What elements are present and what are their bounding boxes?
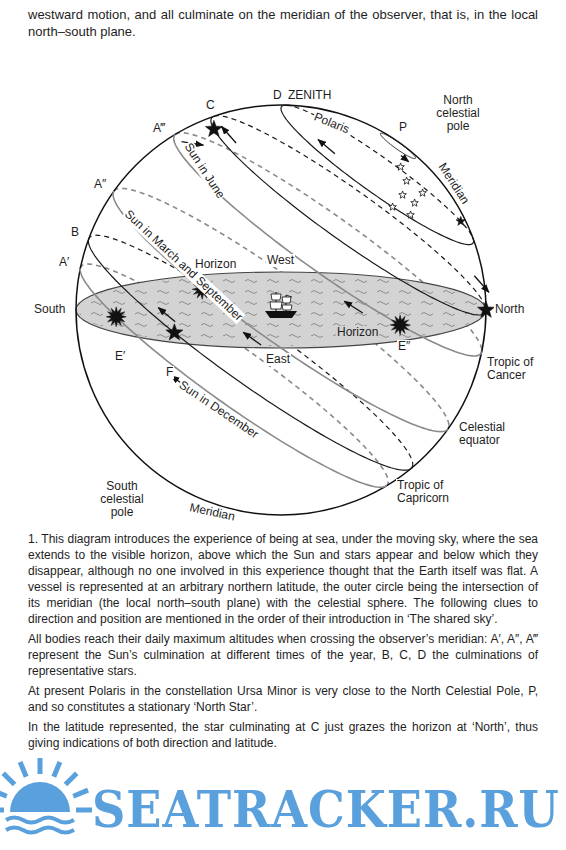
meridian-label: Meridian — [435, 160, 472, 207]
sea-waves — [78, 274, 484, 346]
watermark-sun-ray — [20, 762, 26, 777]
path-label: Sun in June — [181, 140, 228, 202]
caption-paragraph: At present Polaris in the constellation … — [28, 683, 538, 715]
caption-block: 1. This diagram introduces the experienc… — [28, 531, 538, 755]
motion-arrow — [243, 332, 261, 345]
ship-hull — [265, 311, 297, 318]
star-symbol — [419, 189, 427, 196]
star-letter: F — [165, 366, 174, 379]
watermark-sun-ray — [76, 808, 92, 813]
horizon-label: Horizon — [194, 258, 237, 271]
star-symbol — [411, 199, 419, 206]
culmination-letter: C — [205, 99, 216, 112]
motion-arrow — [401, 155, 409, 161]
motion-arrow — [318, 140, 335, 154]
body-text: westward motion, and all culminate on th… — [28, 6, 538, 40]
star-symbol — [456, 216, 466, 225]
watermark-sun-ray — [73, 790, 88, 796]
watermark: SEATRACKER.RU — [92, 782, 560, 838]
culmination-letter: A′ — [58, 256, 70, 269]
motion-arrows — [158, 126, 489, 389]
direction-label: South — [33, 303, 66, 316]
star-symbols — [106, 120, 494, 340]
culmination-letter: D — [272, 89, 283, 102]
caption-paragraph: All bodies reach their daily maximum alt… — [28, 631, 538, 679]
watermark-sun-ray — [65, 773, 76, 784]
rising-point-letter: E″ — [397, 340, 411, 353]
watermark-sun-icon — [0, 758, 92, 833]
star-symbol — [205, 120, 222, 136]
meridian-circle — [76, 105, 486, 515]
star-symbol — [477, 301, 494, 317]
watermark-sun-ray — [3, 773, 14, 784]
star-path — [88, 240, 411, 470]
culmination-letter: A‴ — [152, 122, 166, 135]
motion-arrow — [158, 308, 175, 322]
circle-label: Tropic of Capricorn — [396, 479, 472, 505]
watermark-waves — [6, 818, 74, 833]
circle-label: Tropic of Cancer — [486, 356, 550, 382]
polaris-path — [380, 133, 415, 158]
star-symbol — [397, 163, 405, 170]
caption-paragraph: In the latitude represented, the star cu… — [28, 719, 538, 751]
culmination-letter: A″ — [93, 178, 107, 191]
pole-label: South celestial pole — [88, 480, 156, 519]
ship-icon — [265, 292, 297, 318]
watermark-sun-ray — [38, 758, 43, 774]
pole-label: North celestial pole — [428, 94, 488, 133]
star-path — [472, 237, 474, 241]
motion-arrow — [474, 276, 489, 292]
culmination-letter: B — [70, 226, 80, 239]
caption-paragraph: 1. This diagram introduces the experienc… — [28, 531, 538, 627]
rising-point-letter: E′ — [114, 350, 126, 363]
motion-arrow — [344, 301, 363, 313]
direction-label: East — [265, 353, 291, 366]
watermark-sun-rays — [0, 758, 92, 810]
star-name: Polaris — [311, 110, 352, 137]
ship-flag — [286, 295, 292, 297]
star-symbol — [399, 191, 407, 198]
sun-june-path — [174, 135, 482, 356]
watermark-sun-disc — [10, 782, 70, 812]
star-symbol — [407, 211, 415, 218]
horizon-label: Horizon — [336, 326, 379, 339]
star-symbol — [403, 177, 411, 184]
star-path — [211, 116, 486, 315]
sun-symbol — [106, 307, 126, 327]
circle-label: Celestial equator — [458, 421, 522, 447]
path-label: Sun in December — [176, 378, 262, 442]
watermark-sun-ray — [54, 762, 60, 777]
motion-arrow — [221, 126, 236, 142]
watermark-sun-ray — [0, 790, 7, 796]
ship-sails — [270, 294, 292, 310]
zenith-label: ZENITH — [287, 89, 332, 102]
star-symbol — [389, 203, 397, 210]
front-paths — [80, 105, 486, 487]
star-symbol — [166, 324, 183, 340]
star-path — [88, 235, 412, 464]
direction-label: North — [494, 303, 525, 316]
sun-symbol — [390, 315, 410, 335]
celestial-equator-path — [113, 191, 448, 432]
direction-label: West — [266, 254, 295, 267]
watermark-sun-ray — [0, 808, 4, 813]
meridian-label: Meridian — [187, 501, 237, 524]
pole-letter: P — [398, 121, 408, 134]
